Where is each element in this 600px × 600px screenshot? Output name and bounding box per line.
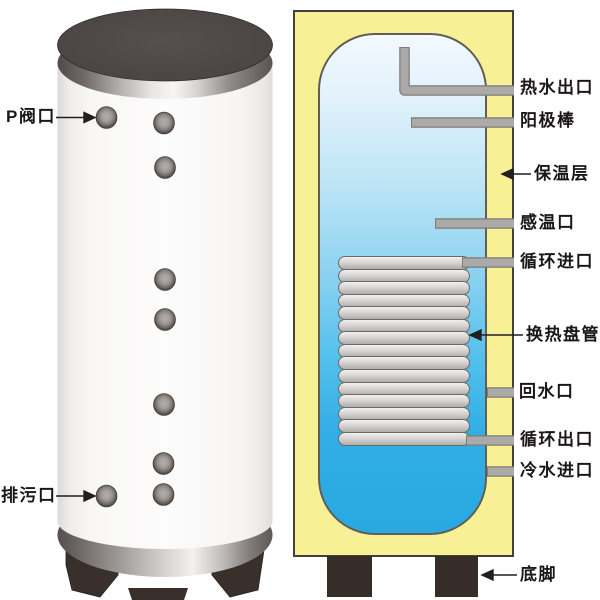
port xyxy=(154,156,176,179)
coil-ring xyxy=(338,394,470,409)
tank-top-cap xyxy=(57,8,273,82)
label-circulation-outlet: 循环出口 xyxy=(520,430,594,449)
port xyxy=(153,111,175,135)
port-drain xyxy=(95,484,118,508)
port xyxy=(154,308,176,331)
label-hot-water-outlet: 热水出口 xyxy=(520,78,594,97)
tank-bottom-rim xyxy=(57,493,273,577)
tank-foot-left xyxy=(65,549,121,598)
tank-foot-center xyxy=(128,588,188,600)
label-insulation-layer: 保温层 xyxy=(534,164,590,183)
heat-exchange-coil xyxy=(338,256,470,448)
label-heat-exchange-coil: 换热盘管 xyxy=(526,325,600,344)
label-temp-sensor-port: 感温口 xyxy=(520,213,576,232)
foot-right xyxy=(435,556,478,597)
tank-top-rim xyxy=(57,27,273,99)
tank-foot-right xyxy=(209,549,265,598)
arrow-p-valve xyxy=(56,111,97,124)
coil-ring xyxy=(338,256,470,270)
label-p-valve-port: P阀口 xyxy=(6,107,56,126)
tank-ports xyxy=(95,106,176,508)
label-cold-water-inlet: 冷水进口 xyxy=(520,461,594,480)
port xyxy=(154,268,176,291)
tank-body xyxy=(57,63,273,549)
label-drain-port: 排污口 xyxy=(1,486,57,505)
port xyxy=(152,483,175,506)
port xyxy=(153,393,175,416)
coil-ring xyxy=(338,431,470,446)
label-return-water-port: 回水口 xyxy=(519,382,575,401)
arrow-drain xyxy=(56,489,97,503)
coil-ring xyxy=(338,368,470,383)
left-tank xyxy=(57,8,273,600)
port-p-valve xyxy=(95,106,118,129)
coil-ring xyxy=(338,281,470,296)
port xyxy=(152,452,175,475)
arrow-feet xyxy=(480,568,517,582)
label-circulation-inlet: 循环进口 xyxy=(520,252,594,271)
label-feet: 底脚 xyxy=(520,565,557,584)
foot-left xyxy=(327,556,372,597)
label-anode-rod: 阳极棒 xyxy=(520,111,576,130)
